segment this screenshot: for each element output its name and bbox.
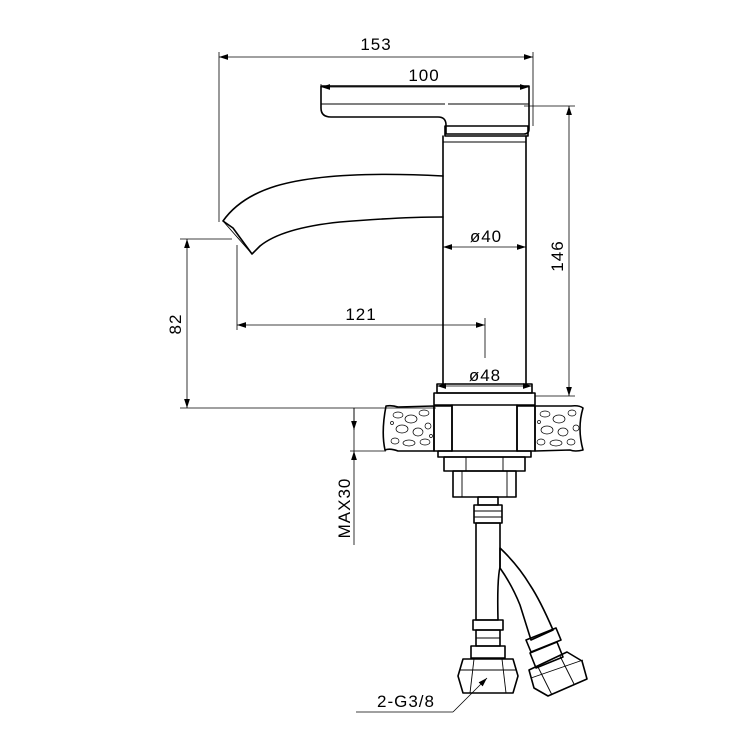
dimension-overall-length: 153 [218, 35, 534, 222]
countertop-section [382, 404, 584, 452]
dim-label-max30: MAX30 [335, 478, 354, 539]
callout-hose-thread: 2-G3/8 [356, 677, 488, 713]
dim-label-121: 121 [345, 305, 376, 324]
dimension-handle-length: 100 [320, 66, 529, 90]
dim-label-100: 100 [408, 66, 439, 85]
dimension-total-height: 146 [524, 105, 575, 397]
supply-hoses [457, 496, 588, 697]
dim-label-o48: ø48 [469, 366, 501, 385]
dimension-base-diameter: ø48 [437, 366, 532, 389]
dim-label-82: 82 [166, 314, 185, 335]
callout-label-g38: 2-G3/8 [377, 692, 435, 711]
dim-label-153: 153 [360, 35, 391, 54]
dimension-spout-height: 82 [166, 238, 436, 409]
dimension-spout-reach: 121 [236, 245, 486, 358]
dimension-body-diameter: ø40 [443, 227, 526, 250]
dim-label-146: 146 [548, 240, 567, 271]
dim-label-o40: ø40 [470, 227, 502, 246]
dimension-max-thickness: MAX30 [335, 408, 386, 545]
mounting-nut [437, 450, 532, 498]
